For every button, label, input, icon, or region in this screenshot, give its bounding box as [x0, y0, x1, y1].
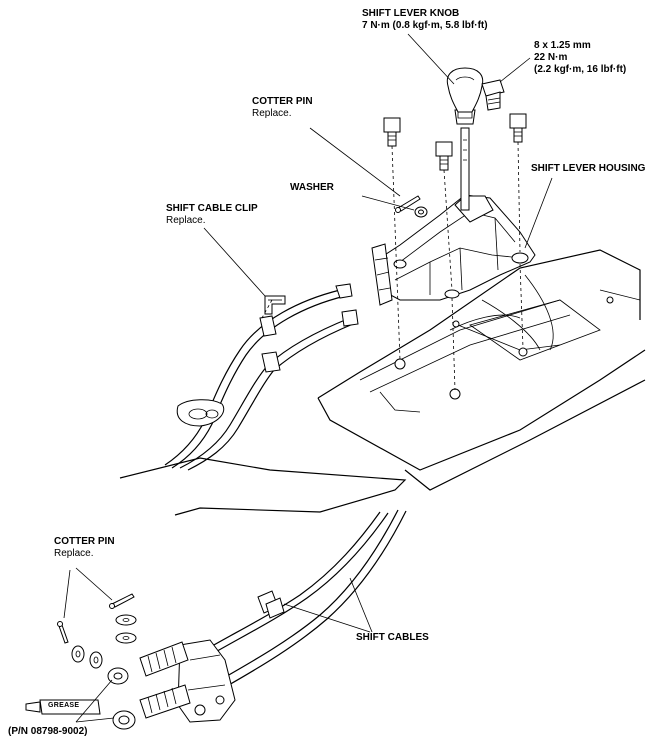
label-shift-lever-housing-title: SHIFT LEVER HOUSING	[531, 163, 646, 174]
label-bolt-torque-alt: (2.2 kgf·m, 16 lbf·ft)	[534, 64, 627, 75]
label-shift-lever-housing: SHIFT LEVER HOUSING	[531, 163, 645, 175]
label-cotter-pin-bottom: COTTER PIN Replace.	[54, 536, 115, 560]
shift-cable-clip-top	[264, 295, 286, 315]
label-shift-cables: SHIFT CABLES	[356, 632, 429, 644]
label-washer-title: WASHER	[290, 182, 334, 193]
label-shift-lever-knob-spec: 7 N·m (0.8 kgf·m, 5.8 lbf·ft)	[362, 20, 488, 31]
floor-panel	[317, 249, 646, 491]
washers-lower	[71, 614, 137, 669]
label-shift-cable-clip: SHIFT CABLE CLIP Replace.	[166, 203, 258, 227]
washer-top	[414, 206, 428, 218]
label-shift-cable-clip-note: Replace.	[166, 215, 206, 226]
shift-cables-upper	[164, 283, 359, 471]
label-cotter-pin-top-note: Replace.	[252, 108, 292, 119]
grease-tube	[25, 699, 101, 715]
label-cotter-pin-top-title: COTTER PIN	[252, 96, 313, 107]
label-shift-lever-knob: SHIFT LEVER KNOB 7 N·m (0.8 kgf·m, 5.8 l…	[362, 8, 488, 32]
bolt-knob-side	[481, 79, 505, 111]
transmission-lever-assembly	[139, 639, 236, 723]
label-shift-cables-title: SHIFT CABLES	[356, 632, 429, 643]
label-grease-part-number-text: (P/N 08798-9002)	[8, 726, 88, 737]
cable-break-line	[119, 457, 407, 516]
label-washer: WASHER	[290, 182, 334, 194]
shift-lever-knob	[446, 67, 484, 119]
label-cotter-pin-bottom-note: Replace.	[54, 548, 94, 559]
label-grease-tube: GREASE	[48, 702, 80, 709]
label-cotter-pin-bottom-title: COTTER PIN	[54, 536, 115, 547]
label-cotter-pin-top: COTTER PIN Replace.	[252, 96, 313, 120]
label-grease-part-number: (P/N 08798-9002)	[8, 726, 88, 738]
bolt-left	[383, 117, 401, 361]
cable-end-lower	[112, 710, 136, 730]
label-shift-cable-clip-title: SHIFT CABLE CLIP	[166, 203, 258, 214]
cotter-pins-bottom	[57, 593, 135, 644]
shift-lever	[454, 109, 476, 211]
shift-cables-lower	[204, 509, 407, 687]
label-bolt-spec: 8 x 1.25 mm 22 N·m (2.2 kgf·m, 16 lbf·ft…	[534, 40, 626, 76]
label-bolt-size: 8 x 1.25 mm	[534, 40, 591, 51]
bolt-right	[509, 113, 527, 349]
label-bolt-torque: 22 N·m	[534, 52, 568, 63]
label-shift-lever-knob-title: SHIFT LEVER KNOB	[362, 8, 460, 19]
leader-lines	[63, 33, 553, 723]
bolt-center	[435, 141, 456, 391]
cable-end-upper	[107, 667, 129, 685]
